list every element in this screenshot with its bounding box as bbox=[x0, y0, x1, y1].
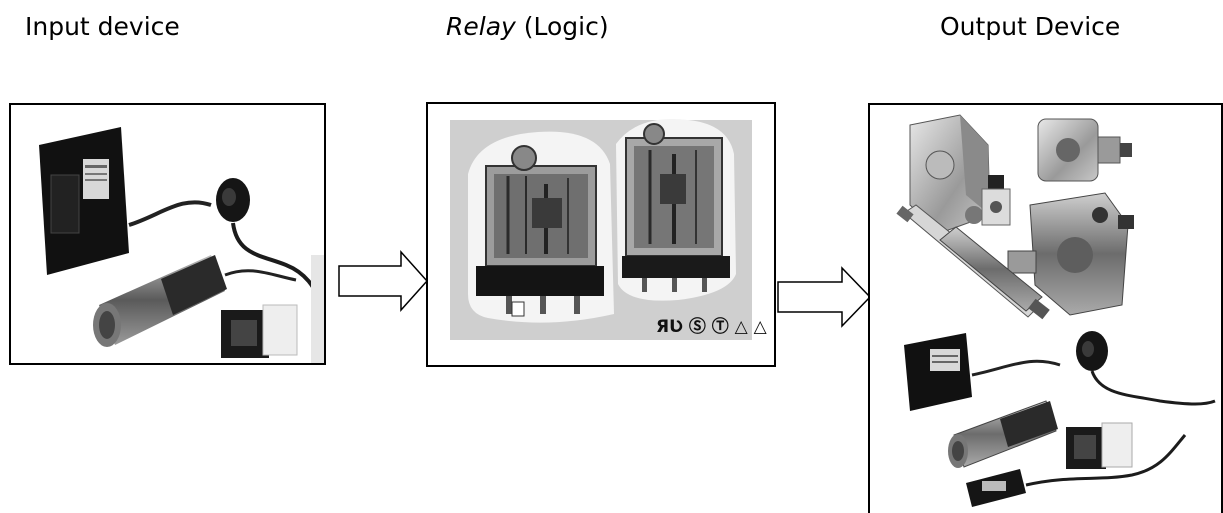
input-device-box bbox=[9, 103, 326, 365]
relay-icon bbox=[622, 123, 730, 292]
relay-label-italic: Relay bbox=[446, 12, 516, 41]
relay-label-rest: (Logic) bbox=[515, 12, 609, 41]
proximity-sensor-icon bbox=[93, 255, 297, 347]
photoelectric-sensor-icon bbox=[39, 127, 212, 275]
relay-logic-label: Relay (Logic) bbox=[446, 12, 609, 42]
output-device-label: Output Device bbox=[940, 12, 1121, 41]
sensor-group-icon bbox=[904, 331, 1216, 507]
relay-image: ЯƲ Ⓢ Ⓣ △ △ bbox=[450, 119, 768, 340]
output-devices-image bbox=[896, 114, 1216, 507]
cylinder-icon bbox=[896, 204, 1050, 320]
output-device-box bbox=[868, 103, 1223, 513]
certification-marks-icon: ЯƲ Ⓢ Ⓣ △ △ bbox=[656, 316, 768, 337]
gear-pump-icon bbox=[1037, 118, 1132, 182]
input-sensors-image bbox=[39, 127, 324, 363]
relay-box: ЯƲ Ⓢ Ⓣ △ △ bbox=[426, 102, 776, 367]
input-to-relay-arrow bbox=[338, 250, 429, 312]
relay-icon bbox=[476, 145, 604, 317]
input-device-label: Input device bbox=[25, 12, 180, 41]
relay-to-output-arrow bbox=[777, 266, 872, 328]
valve-icon bbox=[981, 175, 1011, 226]
sensor-cable-icon bbox=[216, 178, 324, 307]
